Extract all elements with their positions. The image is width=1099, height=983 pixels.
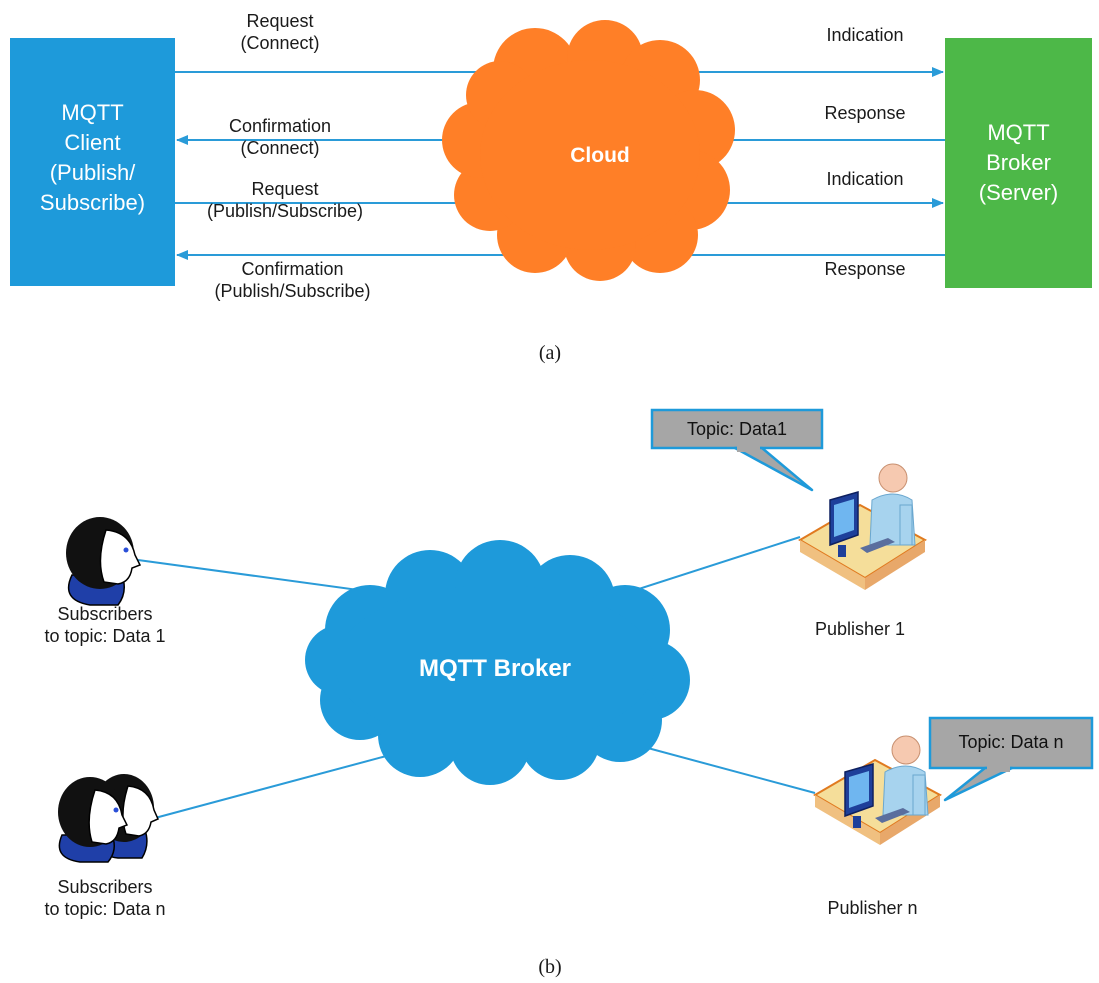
subscriber-n-label: Subscribers to topic: Data n xyxy=(20,876,190,920)
msg-4-left-line2: (Publish/Subscribe) xyxy=(214,281,371,301)
msg-1-left-line2: (Connect) xyxy=(240,33,320,53)
msg-4-left-line1: Confirmation xyxy=(241,259,344,279)
msg-1-left-label: Request (Connect) xyxy=(200,10,360,54)
msg-1-left-line1: Request xyxy=(246,11,314,31)
msg-3-left-label: Request (Publish/Subscribe) xyxy=(185,178,385,222)
msg-3-left-line2: (Publish/Subscribe) xyxy=(206,201,364,221)
msg-4-left-label: Confirmation (Publish/Subscribe) xyxy=(185,258,400,302)
client-line4: Subscribe) xyxy=(39,190,146,215)
subscriber-n-line1: Subscribers xyxy=(57,877,153,897)
cloud-label: Cloud xyxy=(570,144,630,167)
mqtt-broker-cloud-label: MQTT Broker xyxy=(418,655,571,682)
subscriber-1-label: Subscribers to topic: Data 1 xyxy=(20,603,190,647)
client-line3: (Publish/ xyxy=(49,160,136,185)
link-publisher-n xyxy=(617,739,816,794)
publisher-1-label: Publisher 1 xyxy=(814,619,906,639)
publisher-n-icon xyxy=(813,735,942,845)
subscriber-1-icon xyxy=(66,517,142,606)
msg-3-left-line1: Request xyxy=(251,179,319,199)
subscriber-1-line2: to topic: Data 1 xyxy=(44,626,166,646)
msg-3-right-label: Indication xyxy=(826,169,904,189)
topic-callout-n xyxy=(928,716,1094,802)
client-line2: Client xyxy=(64,130,121,155)
topic-callout-n-label: Topic: Data n xyxy=(958,732,1064,752)
publisher-n-label: Publisher n xyxy=(827,898,918,918)
msg-2-left-line2: (Connect) xyxy=(240,138,320,158)
mqtt-client-box xyxy=(10,38,175,286)
broker-line2: Broker xyxy=(986,150,1051,175)
mqtt-broker-box xyxy=(945,38,1092,288)
client-line1: MQTT xyxy=(61,100,124,125)
topic-callout-1-label: Topic: Data1 xyxy=(686,419,788,439)
subscriber-n-line2: to topic: Data n xyxy=(44,899,166,919)
link-publisher-1 xyxy=(619,536,801,596)
msg-4-right-label: Response xyxy=(824,259,906,279)
publisher-1-icon xyxy=(798,463,927,590)
msg-2-right-label: Response xyxy=(824,103,906,123)
mqtt-broker-cloud-shape xyxy=(305,540,690,785)
broker-line1: MQTT xyxy=(987,120,1050,145)
mqtt-client-label: MQTT Client (Publish/ Subscribe) xyxy=(10,98,175,218)
msg-2-left-label: Confirmation (Connect) xyxy=(200,115,360,159)
topic-callout-1 xyxy=(650,408,824,492)
cloud-shape xyxy=(442,20,735,281)
link-subscriber-n xyxy=(154,754,391,819)
subscriber-1-line1: Subscribers xyxy=(57,604,153,624)
mqtt-broker-label: MQTT Broker (Server) xyxy=(945,118,1092,208)
msg-1-right-label: Indication xyxy=(826,25,904,45)
msg-2-left-line1: Confirmation xyxy=(228,116,332,136)
caption-b: (b) xyxy=(538,956,562,978)
caption-a: (a) xyxy=(538,342,562,364)
broker-line3: (Server) xyxy=(978,180,1059,205)
subscriber-n-icon xyxy=(58,774,159,863)
